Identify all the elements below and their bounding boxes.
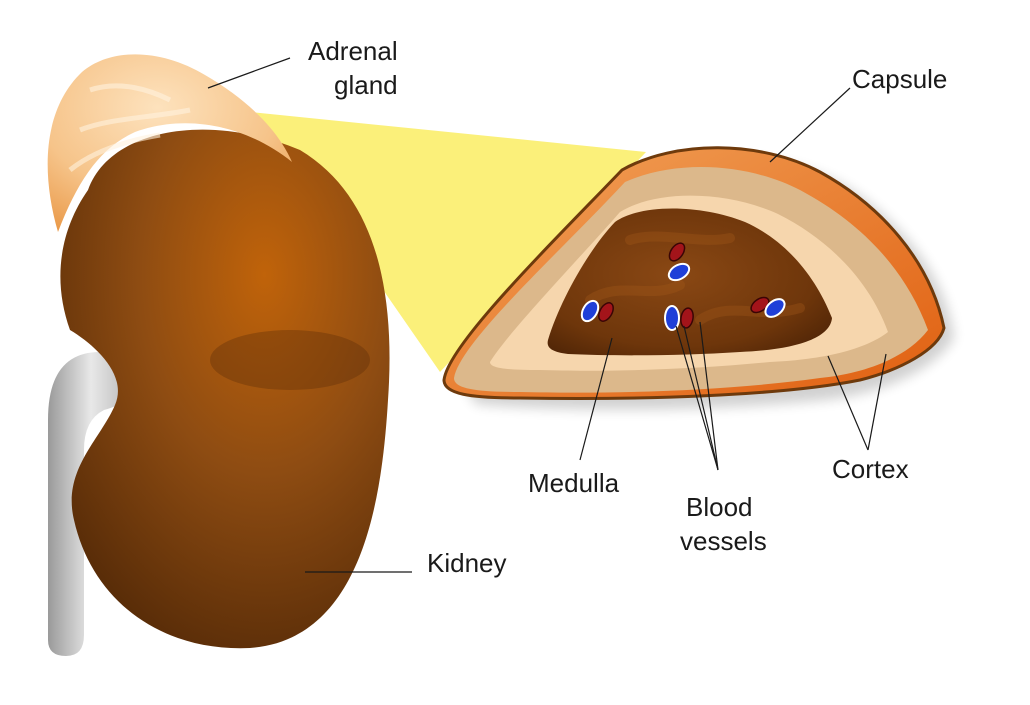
medulla-label: Medulla — [528, 468, 620, 498]
medulla — [547, 208, 832, 356]
adrenal-gland-texture — [68, 83, 191, 172]
kidney-shade — [210, 330, 370, 390]
vein-vessel — [664, 305, 680, 331]
blood-vessels — [580, 242, 786, 331]
blood-vessels-leader — [683, 325, 719, 471]
vein-vessel — [580, 299, 600, 323]
cortex-label: Cortex — [832, 454, 909, 484]
kidney-label: Kidney — [427, 548, 507, 578]
adrenal-gland — [47, 54, 292, 232]
artery-vessel — [750, 296, 770, 314]
blood-vessels-leader — [699, 321, 719, 471]
capsule-label: Capsule — [852, 64, 947, 94]
artery-vessel — [598, 302, 614, 322]
medulla-leader — [579, 337, 613, 461]
blood-vessels-label: Blood vessels — [680, 492, 767, 556]
callout-beam — [250, 112, 646, 372]
cortex-leader — [827, 355, 869, 451]
artery-vessel — [668, 242, 686, 262]
adrenal-gland-label: Adrenal gland — [308, 36, 405, 100]
medulla-mottling — [585, 231, 805, 325]
kidney — [60, 129, 390, 649]
artery-vessel — [680, 307, 694, 329]
vein-vessel — [667, 262, 691, 282]
blood-vessels-leader — [675, 325, 719, 471]
adrenal-gland-leader — [207, 57, 291, 89]
ureter — [48, 352, 134, 656]
capsule-leader — [769, 87, 851, 163]
vein-vessel — [764, 298, 786, 318]
cortex-leader — [867, 353, 887, 451]
